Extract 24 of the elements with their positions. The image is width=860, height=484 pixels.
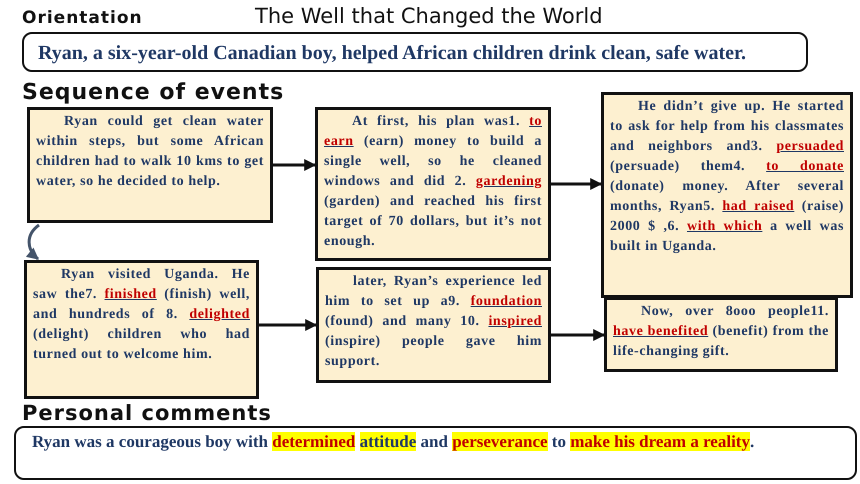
curved-arrow (26, 224, 40, 260)
section-heading: Orientation (22, 8, 143, 28)
event-box (315, 107, 551, 261)
event-box (604, 297, 838, 372)
paragraph: Ryan could get clean water within steps, but some African children had to walk 10 kms to get water, so he decided to help. (36, 113, 264, 191)
title: The Well that Changed the World (255, 4, 603, 28)
paragraph: Ryan, a six-year-old Canadian boy, helped African children drink clean, safe water. (38, 41, 748, 65)
arrow (551, 178, 602, 190)
event-box (601, 92, 853, 298)
text-box (22, 32, 808, 72)
event-box (316, 267, 551, 383)
paragraph: He didn’t give up. He started to ask for help from his classmates and neighbors and3. persuaded (persuade) them4. to donate (donate) money. After several months, Ryan5. had raised (raise) 2000 $ ,6. with which a well was built in Uganda. (610, 98, 844, 256)
section-heading: Personal comments (22, 401, 272, 425)
section-heading: Sequence of events (22, 80, 284, 105)
arrow (273, 159, 316, 171)
event-box (24, 260, 259, 399)
arrow (259, 319, 318, 331)
paragraph: At first, his plan was1. to earn (earn) money to build a single well, so he cleaned windows and did 2. gardening (garden) and reached his first target of 70 dollars, but it’s not enough. (324, 113, 542, 251)
text-box (14, 426, 857, 480)
arrow (551, 329, 606, 341)
paragraph: later, Ryan’s experience led him to set up a9. foundation (found) and many 10. inspired (inspire) people gave him support. (325, 273, 542, 371)
event-box (27, 107, 273, 223)
paragraph: Now, over 8ooo people11. have benefited (benefit) from the life-changing gift. (613, 303, 829, 361)
paragraph: Ryan visited Uganda. He saw the7. finished (finish) well, and hundreds of 8. delighted (delight) children who had turned out to welcome him. (33, 266, 250, 364)
